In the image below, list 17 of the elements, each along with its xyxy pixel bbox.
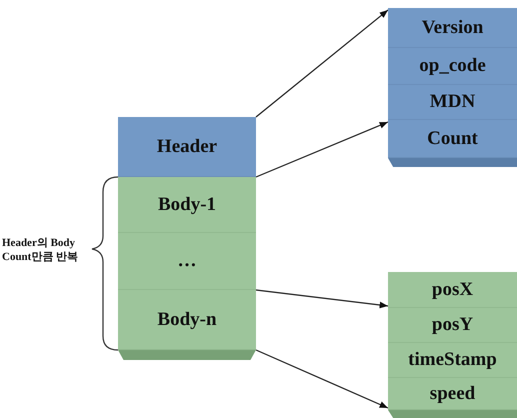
arrow <box>256 289 388 308</box>
note-text: Header의 Body Count만큼 반복 <box>2 236 80 264</box>
field-row: posX <box>388 272 517 308</box>
field-row: posY <box>388 308 517 343</box>
field-row: speed <box>388 378 517 410</box>
field-row: timeStamp <box>388 343 517 378</box>
header-block: Header <box>118 117 256 177</box>
body-block: … <box>118 233 256 290</box>
arrow <box>256 349 388 409</box>
body-block: Body-1 <box>118 177 256 233</box>
arrow <box>256 121 388 178</box>
field-row: op_code <box>388 48 517 85</box>
body-block: Body-n <box>118 290 256 350</box>
arrow <box>256 10 388 118</box>
field-row: Version <box>388 8 517 48</box>
field-row: MDN <box>388 85 517 120</box>
field-row: Count <box>388 120 517 158</box>
